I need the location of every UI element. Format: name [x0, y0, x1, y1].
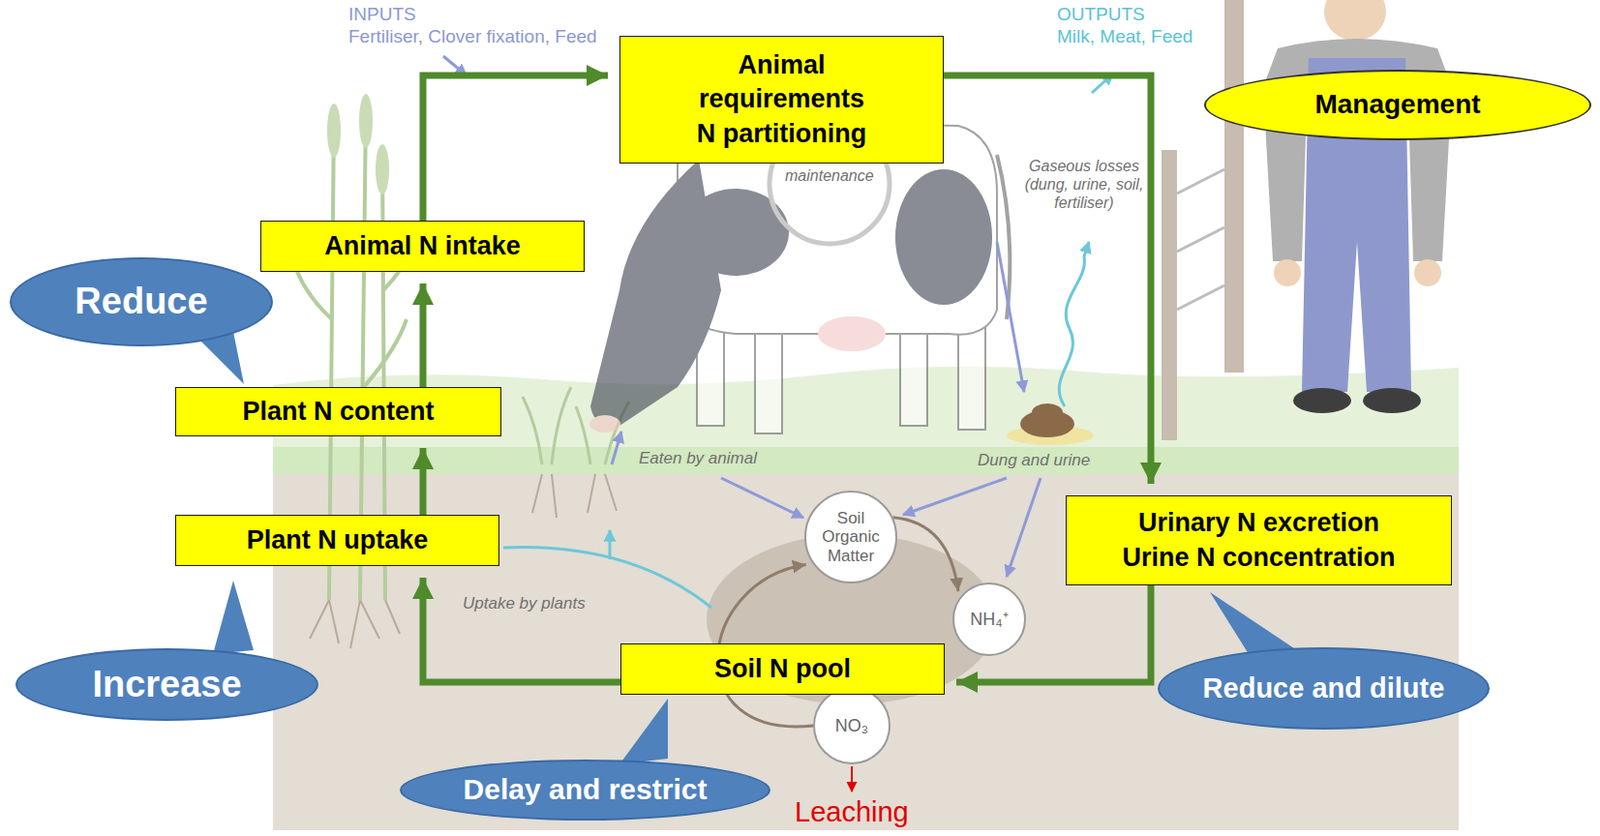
- deposit-arrow: [996, 241, 1025, 393]
- uptake-arrow: [608, 530, 612, 560]
- callout-bubble: Increase: [15, 648, 319, 722]
- note-label: Milk, Meat, Feed: [1056, 26, 1193, 49]
- process-box: Urinary N excretionUrine N concentration: [1065, 495, 1452, 586]
- note-label: Leaching: [794, 795, 909, 830]
- callout-bubble: Reduce and dilute: [1157, 647, 1490, 730]
- node-text: Soil Organic Matter: [815, 509, 886, 567]
- process-box: Plant N uptake: [175, 514, 500, 567]
- node-text: Plant N uptake: [246, 523, 429, 558]
- node-text: Animal requirements: [665, 48, 899, 117]
- farmer-hand: [1273, 259, 1301, 287]
- node-text: Delay and restrict: [463, 773, 708, 808]
- process-box: Soil N pool: [620, 643, 945, 695]
- wheat-head: [375, 144, 390, 195]
- callout-bubble: Reduce: [9, 257, 273, 347]
- eaten-arrow: [611, 431, 622, 465]
- cow-head: [590, 159, 722, 427]
- node-text: NH₄⁺: [969, 609, 1008, 631]
- gaseous-arrow: [1058, 241, 1089, 407]
- pool-circle: NH₄⁺: [952, 582, 1027, 657]
- callout-tail: [212, 580, 254, 655]
- flow-arrow: [422, 577, 621, 683]
- dung-pat: [1031, 403, 1063, 422]
- note-label: Gaseous losses (dung, urine, soil, ferti…: [1022, 156, 1147, 213]
- eaten-arrow: [721, 478, 804, 518]
- process-box: Plant N content: [175, 387, 502, 437]
- dung-arrow: [1006, 478, 1041, 577]
- farmer-boot: [1293, 388, 1352, 414]
- farmer-head: [1324, 0, 1387, 41]
- cow-muzzle: [589, 415, 621, 433]
- note-label: Eaten by animal: [638, 449, 757, 469]
- fence-post: [1161, 150, 1178, 441]
- node-text: Management: [1314, 89, 1480, 121]
- callout-tail: [1209, 592, 1298, 655]
- fence-wire: [1177, 169, 1225, 310]
- node-text: Urinary N excretion: [1138, 506, 1380, 541]
- node-text: Reduce and dilute: [1203, 672, 1446, 705]
- farmer-boot: [1362, 388, 1421, 414]
- pool-circle: Soil Organic Matter: [804, 490, 898, 584]
- farmer-hand: [1414, 259, 1442, 287]
- dung-arrow: [903, 478, 1007, 515]
- note-label: Dung and urine: [977, 451, 1090, 471]
- cow-udder: [817, 316, 886, 352]
- node-text: Plant N content: [241, 394, 434, 429]
- flow-arrow: [420, 448, 427, 515]
- cow-figure: [589, 120, 1010, 434]
- note-label: Fertiliser, Clover fixation, Feed: [348, 26, 598, 49]
- node-text: Increase: [91, 664, 242, 707]
- fence-post: [1224, 0, 1244, 373]
- note-label: maintenance: [784, 166, 875, 185]
- node-text: Soil N pool: [714, 652, 851, 687]
- callout-bubble: Delay and restrict: [399, 759, 771, 821]
- grass-strip: [272, 447, 1459, 477]
- cow-patch: [895, 169, 993, 305]
- leaching-arrow: [850, 766, 853, 792]
- node-text: NO₃: [835, 716, 869, 737]
- wheat-head: [359, 93, 373, 149]
- note-label: INPUTS: [348, 3, 417, 27]
- flow-arrow: [943, 75, 1151, 484]
- callout-tail: [619, 698, 668, 765]
- flow-arrow: [422, 75, 608, 221]
- process-box: Animal requirementsN partitioning: [619, 35, 944, 164]
- management-ellipse: Management: [1204, 69, 1592, 141]
- note-label: Uptake by plants: [462, 594, 586, 614]
- node-text: N partitioning: [696, 117, 867, 151]
- note-label: OUTPUTS: [1056, 3, 1146, 27]
- wheat-head: [327, 103, 341, 158]
- flow-arrows: [443, 56, 1041, 577]
- wheat-heads: [327, 93, 390, 195]
- farmer-figure: [1263, 0, 1452, 414]
- wheat-leaf: [363, 319, 407, 388]
- pool-circle: NO₃: [813, 687, 891, 765]
- flow-arrow: [420, 283, 427, 388]
- node-text: Animal N intake: [324, 229, 521, 264]
- node-text: Urine N concentration: [1121, 541, 1395, 575]
- node-text: Reduce: [74, 280, 208, 324]
- flow-arrow: [893, 517, 960, 593]
- process-box: Animal N intake: [260, 220, 585, 272]
